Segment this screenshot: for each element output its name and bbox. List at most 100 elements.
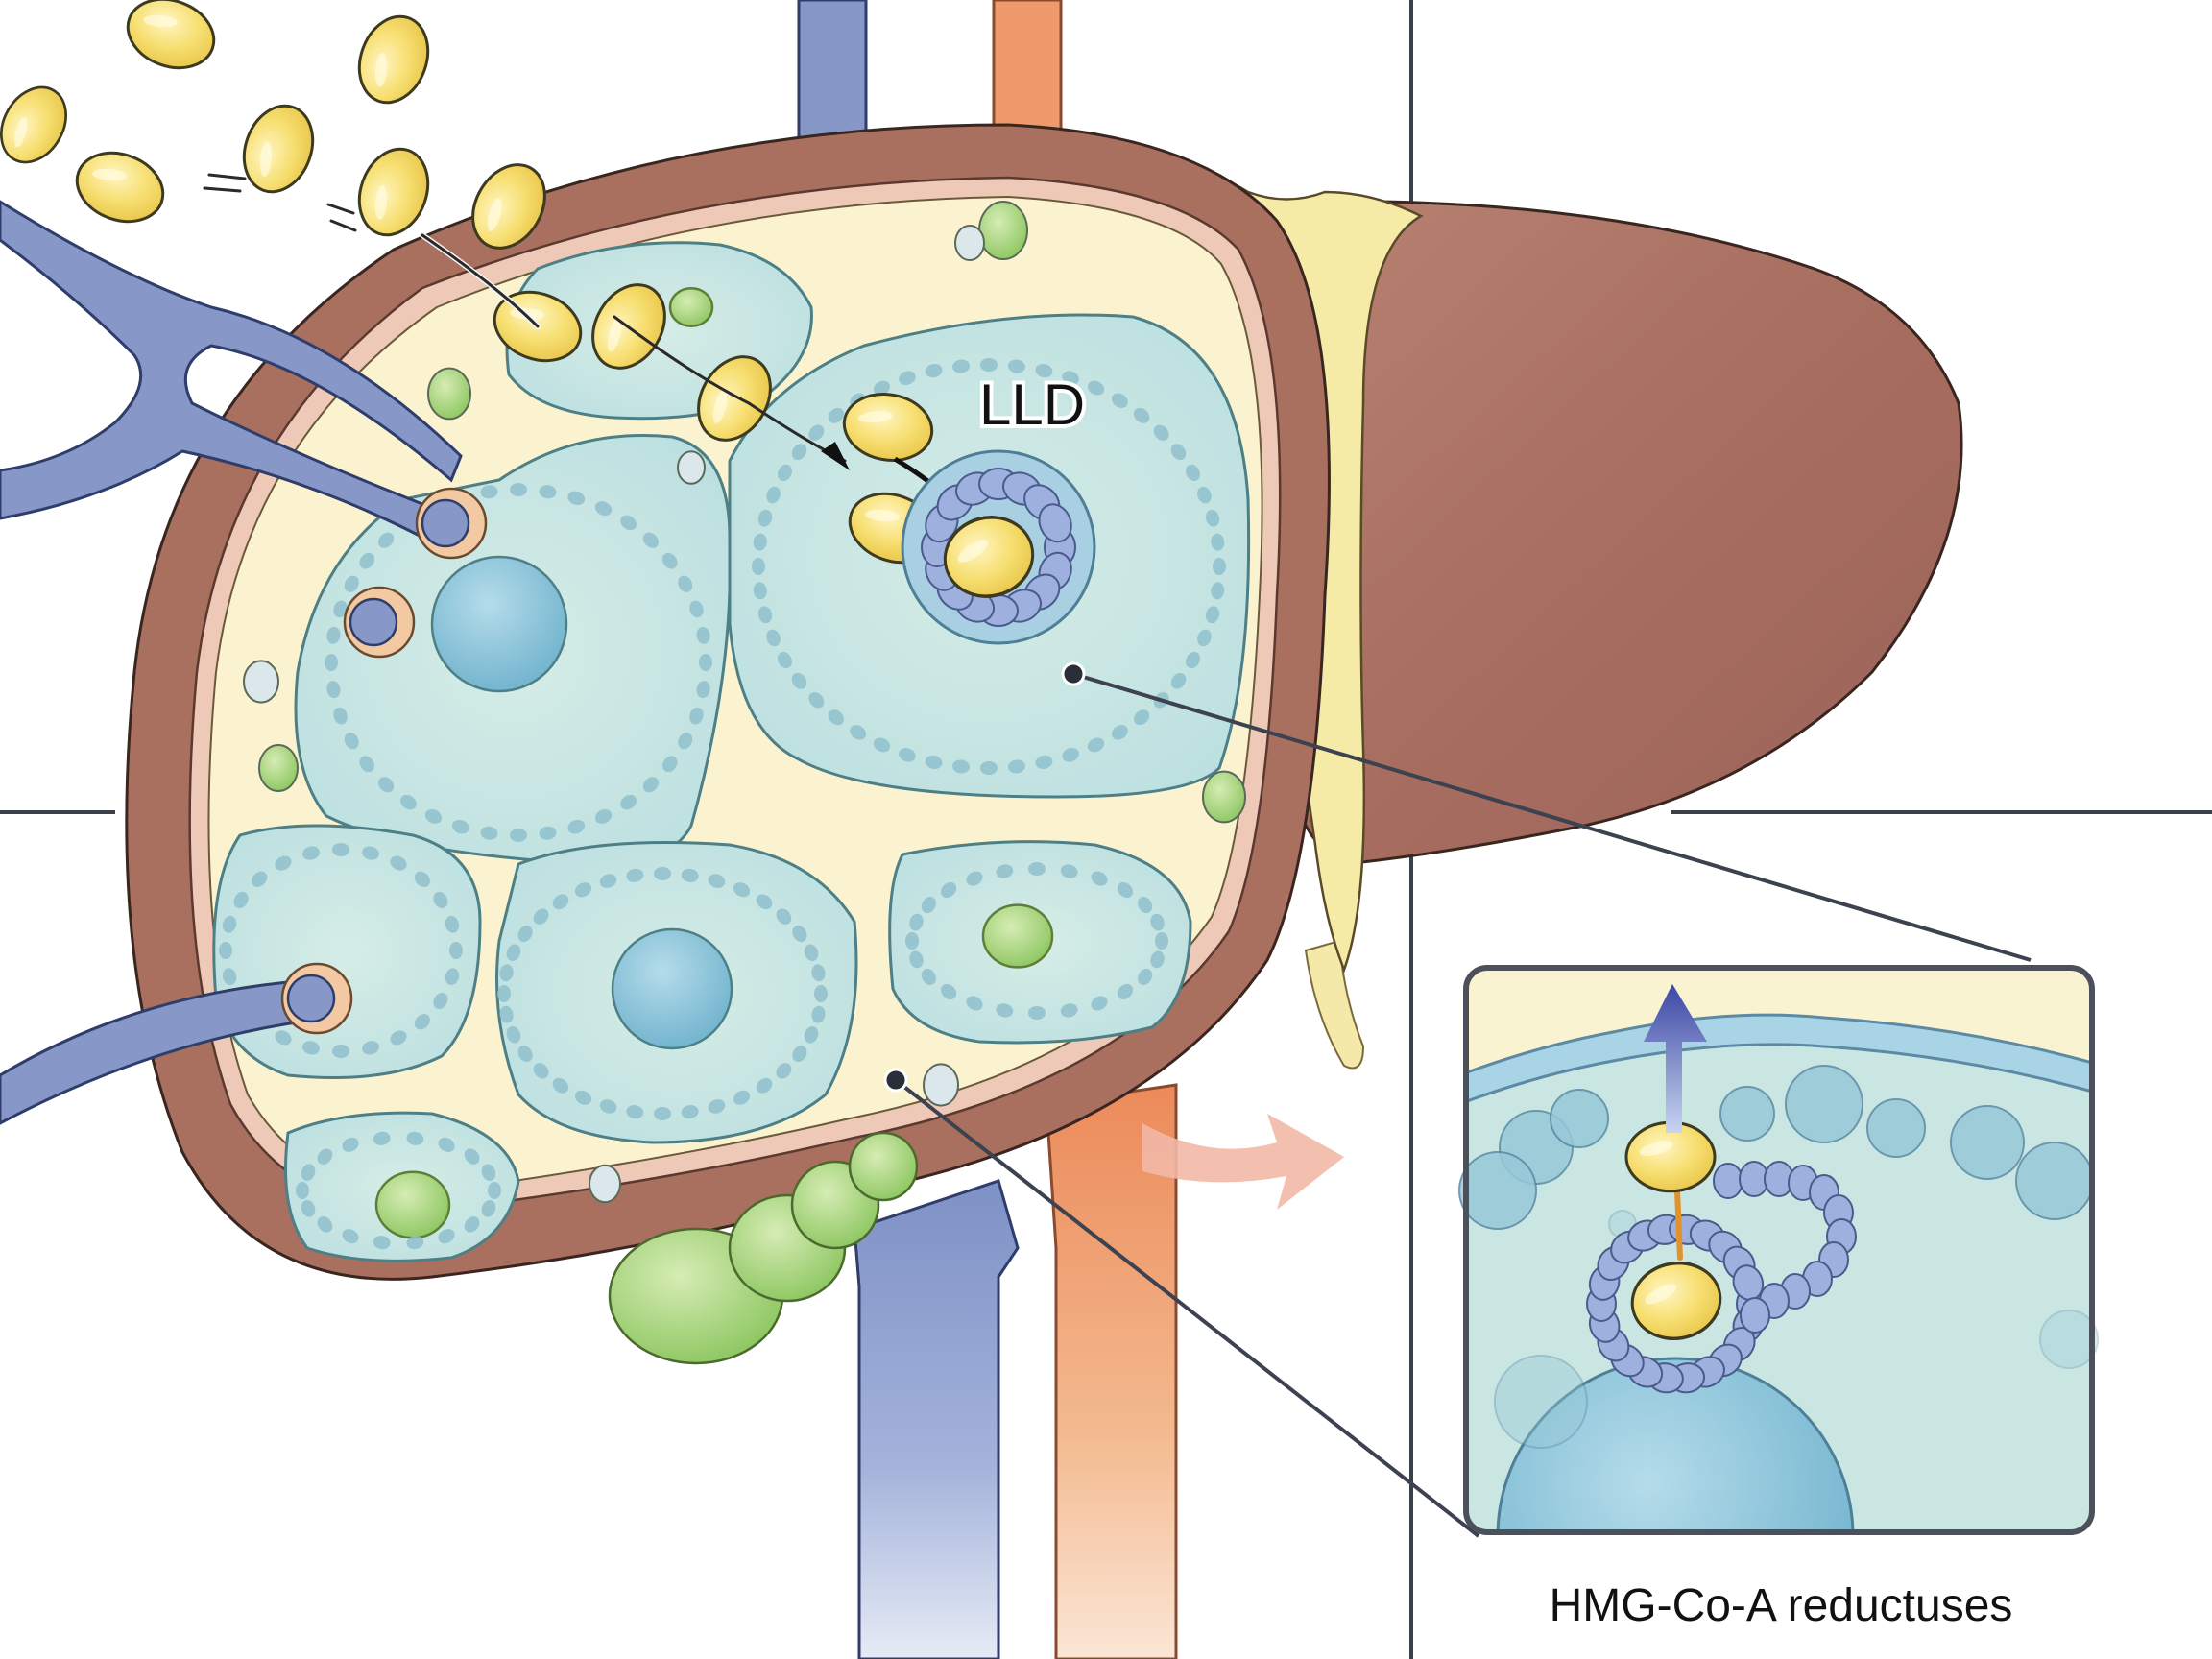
vesicle-dot <box>344 733 359 750</box>
vesicle-dot <box>1028 862 1046 876</box>
receptor-bead <box>1038 503 1072 543</box>
vesicle-dot <box>1060 1003 1078 1018</box>
vesicle-dot <box>378 777 395 793</box>
vesicle-dot <box>733 1090 751 1105</box>
vesicle-dot <box>325 654 338 671</box>
vesicle-dot <box>333 600 348 618</box>
lld-label: LLD <box>979 373 1085 437</box>
vesicle-dot <box>1205 606 1220 624</box>
inset-vesicle <box>1866 1098 1926 1158</box>
vesicle-dot <box>1111 393 1128 408</box>
vein-terminal <box>349 597 398 647</box>
vesicle-dot <box>390 855 407 871</box>
vesicle-dot <box>909 913 924 931</box>
vesicle-dot <box>438 1137 455 1152</box>
streak <box>326 203 355 215</box>
vesicle-dot <box>497 985 511 1002</box>
ldl-particle <box>116 0 226 82</box>
vesicle-dot <box>1062 371 1079 385</box>
vesicle-dot <box>378 532 395 548</box>
vesicle-dot <box>594 808 613 824</box>
vesicle-dot <box>222 915 237 933</box>
vesicle-dot <box>1133 407 1150 423</box>
vesicle-dot <box>642 777 659 793</box>
vesicle-dot <box>1035 363 1053 378</box>
vesicle-dot <box>776 1063 792 1079</box>
vesicle-dot <box>753 533 767 551</box>
vesicle-dot <box>980 358 998 372</box>
uptake-path <box>613 315 847 463</box>
vesicle-dot <box>708 1099 726 1114</box>
portal-vein <box>853 1179 1020 1659</box>
vesicle-dot <box>481 1164 496 1181</box>
vesicle-dot <box>1007 359 1025 373</box>
vesicle-dot <box>510 483 527 496</box>
inset-nucleus <box>1496 1357 1855 1532</box>
green-organelle <box>978 201 1028 260</box>
inset-vesicles <box>1458 1065 2099 1449</box>
vesicle-dot <box>941 983 957 1000</box>
vesicle-dot <box>850 725 867 740</box>
vesicle-dot <box>539 826 557 840</box>
vesicle-dot <box>1035 755 1053 770</box>
vesicle-dot <box>808 692 825 709</box>
vesicle-dot <box>966 871 983 886</box>
vesicle-dot <box>1028 1006 1046 1020</box>
vesicle-dot <box>752 558 765 575</box>
vesicle-dot <box>708 874 726 888</box>
vesicle-dot <box>599 1099 617 1114</box>
vesicle-dot <box>539 485 557 499</box>
vesicle-dot <box>510 829 527 842</box>
vesicle-dot <box>414 1014 430 1030</box>
inset-panel <box>1458 965 2099 1535</box>
inset-receptor-chain <box>1586 1161 1857 1394</box>
inset-ldl-upper <box>1624 1120 1717 1193</box>
vesicle-dot <box>1170 672 1187 689</box>
vesicle-dot <box>574 882 592 898</box>
vesicle-dot <box>778 464 792 482</box>
vesicle-dot <box>757 509 773 527</box>
vesicle-dot <box>219 942 232 959</box>
vesicle-dot <box>662 756 678 773</box>
vesicle-dot <box>766 629 781 647</box>
vesicle-dot <box>1170 444 1187 461</box>
vesicle-dot <box>390 1030 407 1046</box>
inset-vesicle <box>2015 1142 2094 1220</box>
vesicle-dot <box>373 1131 391 1145</box>
gallbladder-lobe <box>848 1131 919 1202</box>
vesicle-dot <box>1007 759 1025 774</box>
vesicle-dot <box>1138 968 1153 986</box>
vesicle-dot <box>301 1164 316 1181</box>
grey-vesicle <box>677 450 706 485</box>
vesicle-dot <box>362 846 379 860</box>
vein-terminal <box>286 974 336 1023</box>
streak <box>329 219 357 232</box>
vesicle-dot <box>574 1090 592 1105</box>
vesicle-dot <box>1087 380 1105 396</box>
vesicle-dot <box>480 826 498 840</box>
vesicle-dot <box>808 424 825 441</box>
vesicle-dot <box>445 968 460 986</box>
grey-vesicle <box>954 225 985 261</box>
green-organelle <box>427 367 471 421</box>
vesicle-dot <box>681 868 699 882</box>
green-organelle <box>668 286 714 328</box>
vesicle-dot <box>342 1137 359 1152</box>
vesicle-dot <box>332 843 349 856</box>
vesicle-dot <box>791 444 807 461</box>
vesicle-dot <box>921 968 936 986</box>
vesicle-dot <box>778 651 792 669</box>
ldl-particle <box>346 5 442 114</box>
vesicle-dot <box>814 985 828 1002</box>
vein-top <box>797 0 868 156</box>
vesicle-dot <box>302 846 320 860</box>
vesicle-dot <box>233 891 249 909</box>
inset-vesicle <box>2039 1310 2099 1369</box>
vesicle-dot <box>275 855 292 871</box>
vesicle-dot <box>804 944 819 962</box>
vesicle-dot <box>753 582 767 600</box>
vesicle-dot <box>620 794 637 810</box>
vesicle-dot <box>517 925 533 943</box>
vesicle-dot <box>1117 983 1133 1000</box>
